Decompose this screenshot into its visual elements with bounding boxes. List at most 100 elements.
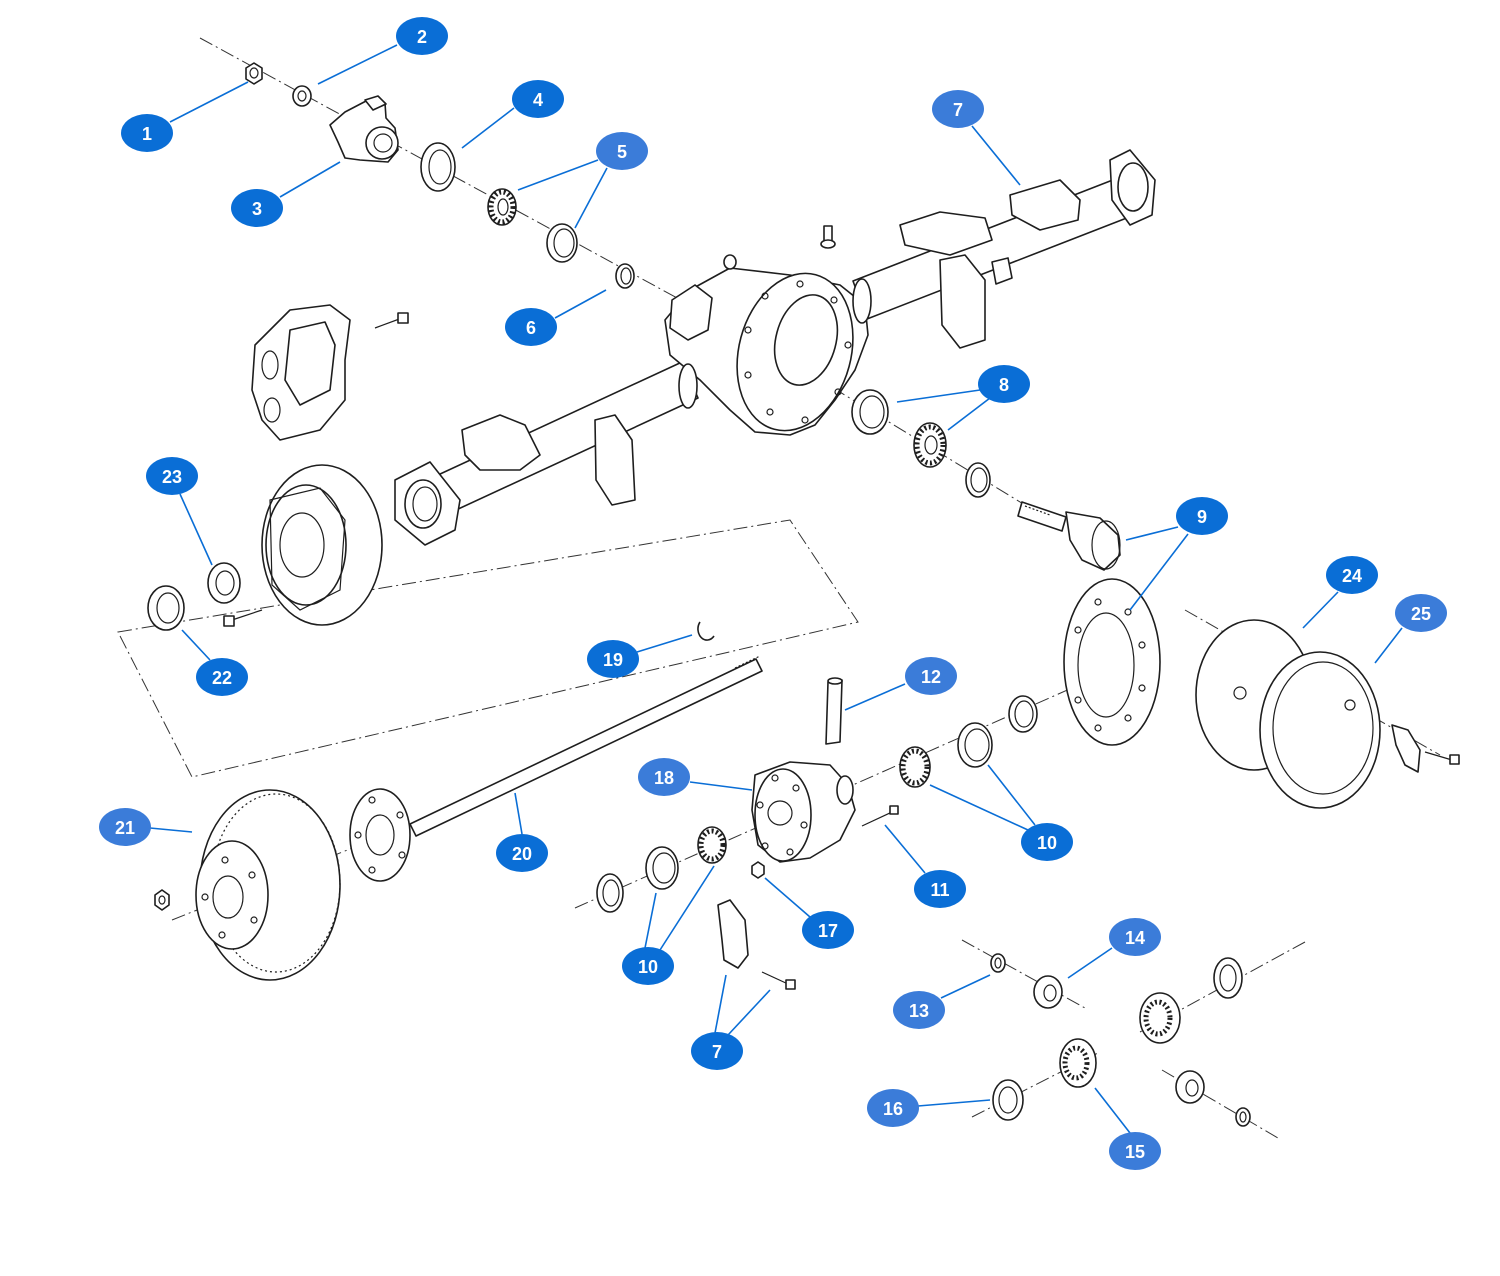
carrier-shim-right	[1008, 695, 1038, 733]
callout-8: 8	[978, 365, 1030, 403]
callout-badge	[146, 457, 198, 495]
callout-badge	[622, 947, 674, 985]
pinion-seal	[420, 142, 456, 192]
callout-number: 10	[1037, 833, 1057, 853]
callout-number: 8	[999, 375, 1009, 395]
callout-15: 15	[1109, 1132, 1161, 1170]
brake-caliper	[251, 304, 351, 441]
callout-number: 2	[417, 27, 427, 47]
callout-badge	[505, 308, 557, 346]
pinion-mate-gear-lower	[1175, 1070, 1205, 1104]
callout-badge	[914, 870, 966, 908]
callout-badge	[893, 991, 945, 1029]
leader-11	[884, 824, 926, 874]
callout-13: 13	[893, 991, 945, 1029]
callout-badge	[691, 1032, 743, 1070]
right-tube-seal-ring	[852, 278, 872, 324]
callout-20: 20	[496, 834, 548, 872]
callout-badge	[905, 657, 957, 695]
cross-shaft-bolt	[861, 805, 899, 827]
brake-rotor	[195, 789, 341, 981]
callout-10-left: 10	[622, 947, 674, 985]
leader-21	[149, 827, 193, 833]
callout-24: 24	[1326, 556, 1378, 594]
callout-12: 12	[905, 657, 957, 695]
side-gear-right	[1139, 992, 1181, 1044]
vent-tube	[820, 225, 836, 249]
carrier-bearing-cone-right	[899, 746, 931, 788]
pinion-nut	[245, 62, 263, 85]
left-tube-seal-ring	[678, 363, 698, 409]
callout-number: 14	[1125, 928, 1145, 948]
carrier-bearing-cup-right	[957, 722, 993, 768]
cross-shaft	[825, 677, 843, 745]
callout-number: 9	[1197, 507, 1207, 527]
callout-number: 6	[526, 318, 536, 338]
side-gear-thrust-washer-left	[992, 1079, 1024, 1121]
pinion-mate-gear-upper	[1033, 975, 1063, 1009]
leader-4	[461, 107, 515, 149]
pinion-yoke	[329, 95, 399, 163]
callout-badge	[1021, 823, 1073, 861]
callout-number: 25	[1411, 604, 1431, 624]
callout-badge	[1109, 1132, 1161, 1170]
leader-7-bottom-a	[714, 974, 727, 1034]
callout-3: 3	[231, 189, 283, 227]
leader-16	[917, 1099, 991, 1107]
leader-10-left-a	[644, 892, 657, 949]
leader-18	[689, 781, 753, 791]
side-gear-left	[1059, 1038, 1097, 1088]
backing-plate-bolt	[223, 609, 263, 627]
callout-badge	[1109, 918, 1161, 956]
callout-badge	[587, 640, 639, 678]
leader-10-left-b	[659, 865, 715, 951]
callout-number: 19	[603, 650, 623, 670]
right-shock-mount	[939, 254, 986, 349]
axle-shaft-group-box	[117, 519, 859, 778]
brake-line-bracket	[991, 257, 1013, 285]
differential-case	[751, 761, 856, 863]
lug-nut	[154, 889, 170, 911]
pinion-shim	[965, 462, 991, 498]
leader-25	[1374, 627, 1403, 664]
leader-5b	[574, 167, 608, 229]
pinion-centerline	[199, 37, 691, 306]
callout-5: 5	[596, 132, 648, 170]
callout-number: 10	[638, 957, 658, 977]
callout-14: 14	[1109, 918, 1161, 956]
callout-7-top: 7	[932, 90, 984, 128]
carrier-bearing-cone-left	[697, 826, 727, 864]
callout-badge	[1176, 497, 1228, 535]
leader-2	[317, 44, 398, 85]
callout-number: 17	[818, 921, 838, 941]
callout-badge	[596, 132, 648, 170]
pinion-gear	[1017, 501, 1121, 571]
pinion-nose	[669, 284, 713, 341]
callout-badge	[231, 189, 283, 227]
callout-badge	[512, 80, 564, 118]
left-spring-pad	[461, 414, 541, 471]
leader-10-right-b	[987, 764, 1036, 826]
callout-11: 11	[914, 870, 966, 908]
leader-22	[181, 629, 211, 661]
callout-23: 23	[146, 457, 198, 495]
axle-c-clip	[697, 621, 715, 641]
callout-number: 7	[953, 100, 963, 120]
callout-number: 23	[162, 467, 182, 487]
callout-number: 24	[1342, 566, 1362, 586]
right-spring-pad	[1009, 179, 1081, 231]
callout-badge	[867, 1089, 919, 1127]
leader-19	[636, 634, 693, 653]
callout-badge	[932, 90, 984, 128]
carrier-bore	[773, 294, 839, 386]
gear-centerline-a	[961, 939, 1086, 1009]
callouts: 1 2 3 4 5 6 7 8	[99, 17, 1447, 1170]
callout-number: 18	[654, 768, 674, 788]
differential-centerline	[574, 679, 1091, 909]
pinion-mate-washer-lower	[1235, 1107, 1251, 1127]
callout-badge	[1326, 556, 1378, 594]
callout-number: 21	[115, 818, 135, 838]
callout-2: 2	[396, 17, 448, 55]
callout-10-right: 10	[1021, 823, 1073, 861]
callout-number: 11	[930, 880, 949, 900]
